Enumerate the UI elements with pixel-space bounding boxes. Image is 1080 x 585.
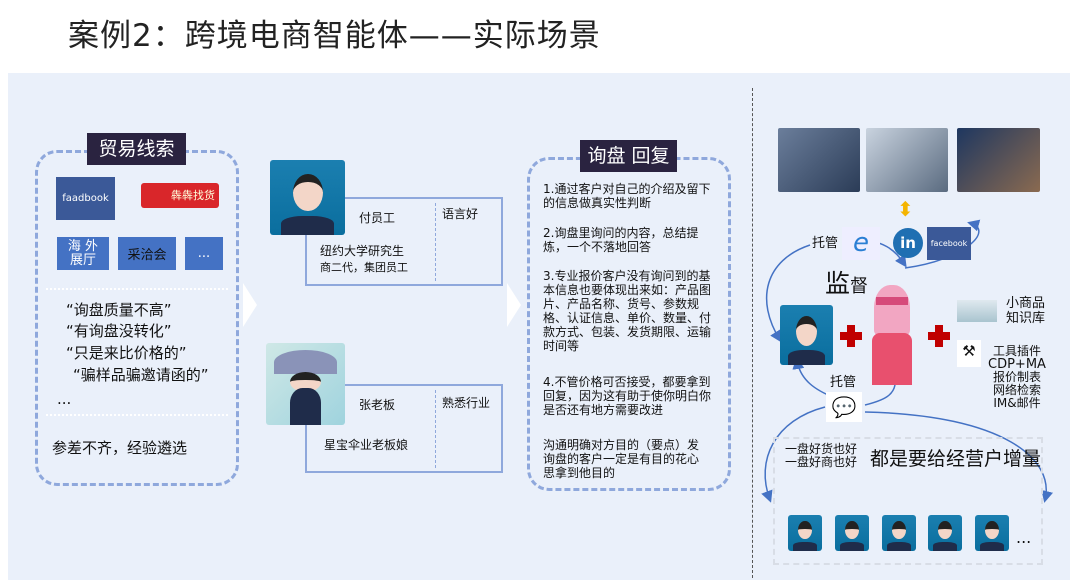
arrow-right-icon (243, 283, 257, 327)
tools-icon: ⚒ (957, 340, 981, 367)
tools-list: 工具插件 CDP+MA 报价制表 网络检索 IM&邮件 (988, 345, 1046, 410)
merchants-box (773, 437, 1043, 565)
bencheng-logo: 犇犇找货 (141, 183, 219, 208)
tool-item: 工具插件 (992, 344, 1041, 358)
plus-icon (840, 325, 862, 347)
reply-item: 4.不管价格可否接受，都要拿到回复，因为这有助于使你明白你是否还有地方需要改进 (543, 375, 712, 417)
goods-line: 一盘好商也好 (785, 455, 858, 469)
plus-icon (928, 325, 950, 347)
tool-item: 报价制表 (992, 370, 1041, 384)
supervise-label: 监督 (825, 264, 868, 300)
quote: “询盘质量不高” (66, 301, 172, 319)
knowledge-book-icon (957, 300, 997, 322)
more-dots: ... (1016, 528, 1032, 547)
goods-line: 一盘好货也好 (785, 442, 858, 456)
card-desc: 星宝伞业老板娘 (324, 438, 409, 452)
business-photo (778, 128, 860, 192)
double-arrow-icon: ⬍ (897, 197, 914, 221)
trade-leads-label: 贸易线索 (87, 133, 186, 165)
btn-line: 海 外 (67, 238, 99, 254)
hosting-label: 托管 (812, 236, 839, 251)
merchant-avatar (975, 515, 1009, 551)
card-name: 付员工 (359, 211, 396, 225)
section-divider (752, 88, 753, 578)
facebook-icon: facebook (927, 227, 971, 260)
btn-line: 展厅 (69, 252, 96, 268)
page-title: 案例2：跨境电商智能体——实际场景 (68, 18, 601, 54)
staff-avatar (780, 305, 833, 365)
tool-item: IM&邮件 (993, 396, 1041, 410)
quote: ... (57, 390, 72, 408)
footer-text: 参差不齐，经验遴选 (52, 439, 188, 457)
knowledge-line: 知识库 (1006, 311, 1046, 326)
tool-item: CDP+MA (988, 357, 1046, 372)
ie-email-icon: e (842, 227, 880, 260)
reply-summary: 沟通明确对方目的（要点）发询盘的客户一定是有目的花心思拿到他目的 (543, 438, 700, 480)
merchant-avatar (882, 515, 916, 551)
card-desc: 纽约大学研究生 (320, 244, 405, 258)
card-divider (435, 203, 436, 281)
card-divider (435, 390, 436, 468)
overseas-showroom-button[interactable]: 海 外展厅 (57, 237, 109, 270)
facebook-logo: faadbook (56, 177, 115, 220)
divider (46, 414, 228, 416)
card-name: 张老板 (359, 398, 396, 412)
divider (46, 288, 228, 290)
merchant-avatar (788, 515, 822, 551)
trade-fair-button[interactable]: 采洽会 (118, 237, 176, 270)
more-button[interactable]: ... (185, 237, 223, 270)
quote: “骗样品骗邀请函的” (73, 366, 209, 384)
reply-label: 询盘 回复 (580, 140, 677, 172)
card-desc: 商二代，集团员工 (320, 261, 408, 274)
knowledge-label: 小商品知识库 (1006, 296, 1045, 326)
merchant-avatar (835, 515, 869, 551)
supervise-small: 督 (850, 276, 869, 297)
wecom-icon: 💬 (826, 392, 862, 422)
merchant-avatar (928, 515, 962, 551)
business-photo (866, 128, 948, 192)
linkedin-icon: in (893, 228, 923, 258)
business-photo (957, 128, 1040, 192)
reply-item: 1.通过客户对自己的介绍及留下的信息做真实性判断 (543, 182, 711, 210)
supervise-big: 监 (825, 269, 851, 298)
avatar (266, 343, 345, 425)
increase-text: 都是要给经营户增量 (870, 448, 1042, 470)
reply-item: 3.专业报价客户没有询问到的基本信息也要体现出来如：产品图片、产品名称、货号、参… (543, 269, 712, 353)
profile-card: 张老板 熟悉行业 星宝伞业老板娘 (305, 384, 503, 473)
reply-item: 2.询盘里询问的内容，总结提炼，一个不落地回答 (543, 226, 699, 254)
tool-item: 网络检索 (992, 383, 1041, 397)
knowledge-line: 小商品 (1006, 296, 1046, 311)
quote: “只是来比价格的” (66, 344, 187, 362)
quote: “有询盘没转化” (66, 322, 172, 340)
ai-agent-figure (868, 285, 916, 385)
hosting-label: 托管 (830, 375, 857, 390)
card-tag: 语言好 (442, 207, 479, 221)
goods-text: 一盘好货也好一盘好商也好 (785, 443, 857, 469)
avatar (270, 160, 345, 235)
card-tag: 熟悉行业 (442, 396, 491, 410)
arrow-right-icon (507, 283, 521, 327)
